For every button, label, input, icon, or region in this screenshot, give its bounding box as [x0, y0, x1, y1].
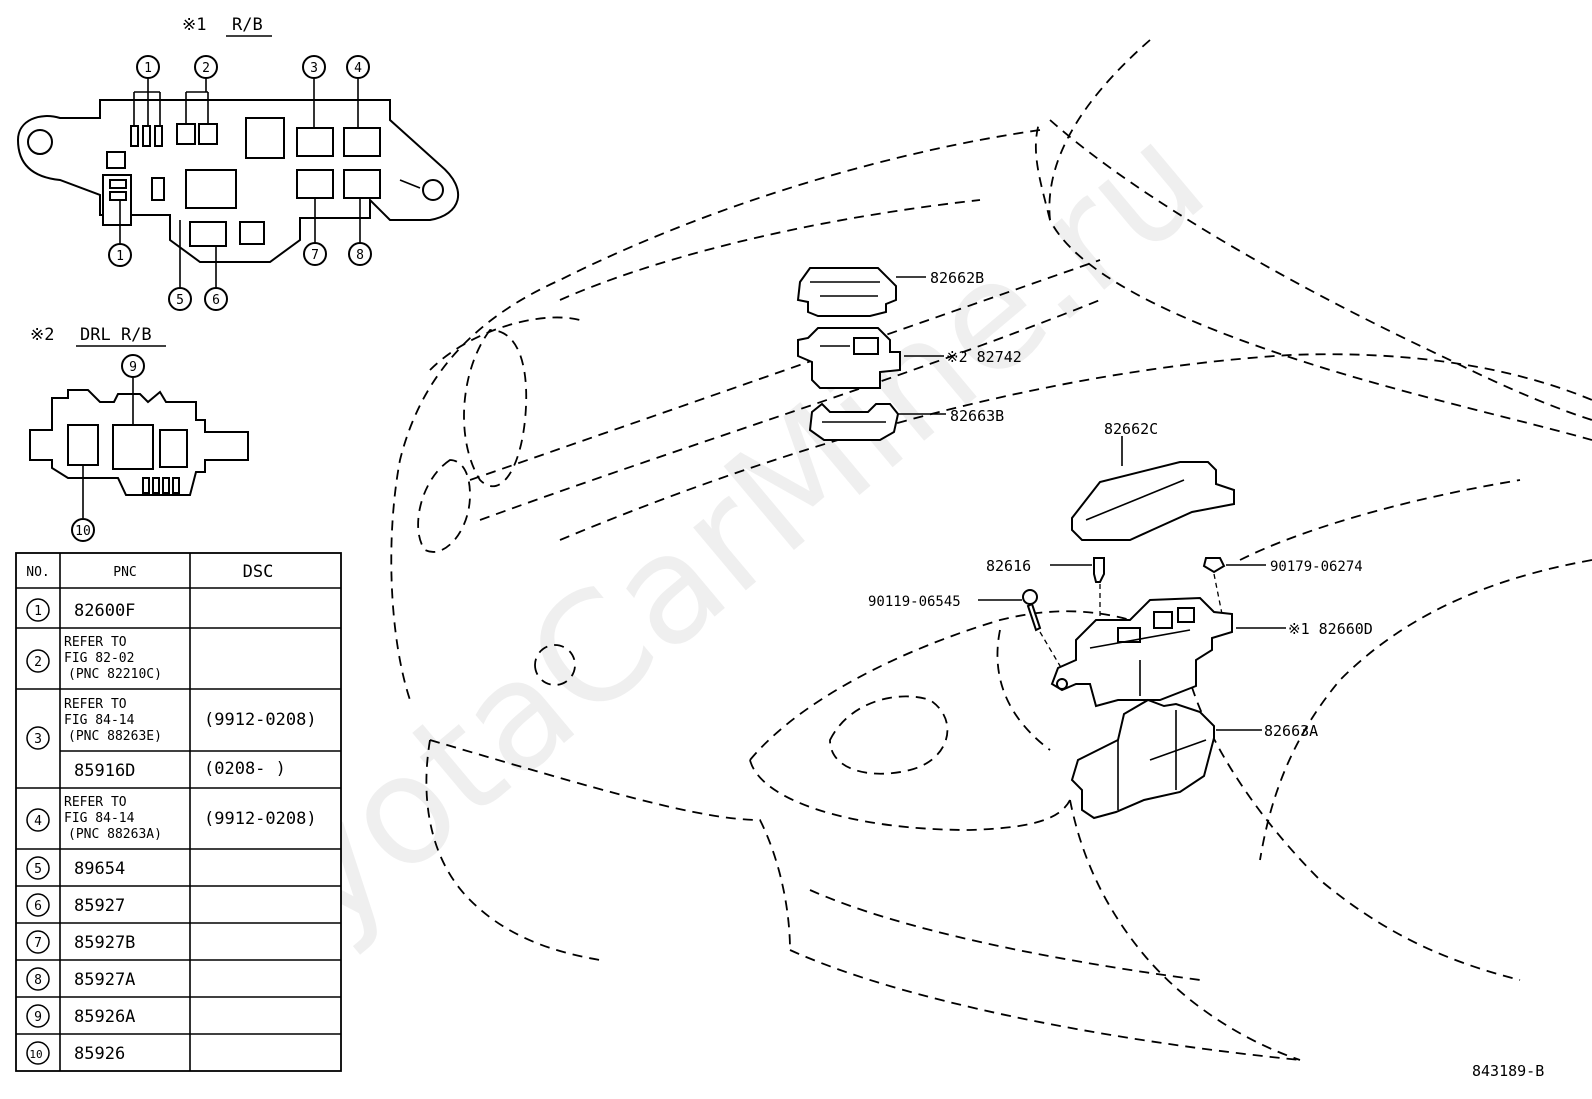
- svg-text:(9912-0208): (9912-0208): [204, 710, 317, 730]
- svg-text:9: 9: [129, 360, 137, 375]
- vehicle-outline: [390, 39, 1592, 1061]
- table-row: 10 85926: [26, 1041, 125, 1065]
- callout-6: 6: [204, 287, 228, 311]
- label-90119-06545: 90119-06545: [868, 594, 961, 610]
- part-90179-06274: 90179-06274: [1202, 557, 1363, 615]
- svg-text:85926A: 85926A: [74, 1007, 135, 1027]
- svg-text:FIG 82-02: FIG 82-02: [64, 651, 134, 666]
- callout-5: 5: [168, 287, 192, 311]
- svg-text:1: 1: [116, 249, 124, 264]
- drl-heading: ※2 DRL R/B: [30, 325, 166, 347]
- part-82616: 82616: [986, 557, 1105, 624]
- part-82660D: ※1 82660D: [1050, 596, 1373, 708]
- rb-heading: ※1 R/B: [182, 15, 272, 37]
- svg-text:5: 5: [34, 862, 42, 877]
- svg-text:(9912-0208): (9912-0208): [204, 809, 317, 829]
- svg-text:8: 8: [356, 248, 364, 263]
- svg-text:82600F: 82600F: [74, 601, 135, 621]
- table-header-pnc: PNC: [113, 565, 136, 580]
- callout-9: 9: [121, 354, 145, 378]
- svg-text:(PNC 88263E): (PNC 88263E): [68, 729, 162, 744]
- table-header-no: NO.: [26, 565, 49, 580]
- callout-2: 2: [194, 55, 218, 79]
- svg-text:(PNC 88263A): (PNC 88263A): [68, 827, 162, 842]
- label-82663B: 82663B: [950, 407, 1004, 425]
- svg-text:6: 6: [34, 899, 42, 914]
- table-header-dsc: DSC: [243, 562, 274, 582]
- table-row: 2 REFER TO FIG 82-02 (PNC 82210C): [26, 635, 162, 682]
- svg-text:※1: ※1: [182, 15, 206, 35]
- svg-text:9: 9: [34, 1010, 42, 1025]
- svg-text:1: 1: [144, 61, 152, 76]
- table-row: 7 85927B: [26, 930, 135, 954]
- svg-text:10: 10: [29, 1048, 42, 1061]
- table-row: 3 REFER TO FIG 84-14 (PNC 88263E) (9912-…: [26, 697, 317, 781]
- svg-text:※2: ※2: [30, 325, 54, 345]
- svg-text:85927A: 85927A: [74, 970, 135, 990]
- label-82662C: 82662C: [1104, 420, 1158, 438]
- table-row: 5 89654: [26, 856, 125, 880]
- svg-text:1: 1: [34, 604, 42, 619]
- svg-text:5: 5: [176, 293, 184, 308]
- table-row: 4 REFER TO FIG 84-14 (PNC 88263A) (9912-…: [26, 795, 317, 842]
- svg-text:85926: 85926: [74, 1044, 125, 1064]
- svg-text:85927: 85927: [74, 896, 125, 916]
- svg-text:85927B: 85927B: [74, 933, 135, 953]
- label-82616: 82616: [986, 557, 1031, 575]
- rb-callouts: 1 2 3 4 1 5 6 7 8: [108, 55, 372, 311]
- rb-relay-block: [16, 99, 460, 263]
- part-82742: ※2 82742: [797, 327, 1022, 389]
- callout-1-bottom: 1: [108, 243, 132, 267]
- part-table: NO. PNC DSC 1 82600F 2 REFER TO FIG 82-0…: [15, 552, 342, 1072]
- svg-text:10: 10: [75, 524, 91, 539]
- svg-text:7: 7: [34, 936, 42, 951]
- callout-4: 4: [346, 55, 370, 79]
- label-90179-06274: 90179-06274: [1270, 559, 1363, 575]
- drl-callouts: 9 10: [71, 354, 145, 542]
- table-row: 8 85927A: [26, 967, 135, 991]
- table-row: 9 85926A: [26, 1004, 135, 1028]
- svg-text:(0208- ): (0208- ): [204, 759, 286, 779]
- svg-text:85916D: 85916D: [74, 761, 135, 781]
- rb-callout-leaders: [119, 78, 361, 288]
- callout-1-top: 1: [136, 55, 160, 79]
- label-82663A: 82663A: [1264, 722, 1318, 740]
- svg-text:2: 2: [202, 61, 210, 76]
- svg-text:89654: 89654: [74, 859, 125, 879]
- svg-text:(PNC 82210C): (PNC 82210C): [68, 667, 162, 682]
- part-90119-06545: 90119-06545: [868, 589, 1067, 677]
- svg-text:REFER TO: REFER TO: [64, 635, 127, 650]
- svg-text:FIG 84-14: FIG 84-14: [64, 713, 135, 728]
- part-82663A: 82663A: [1070, 698, 1318, 820]
- callout-3: 3: [302, 55, 326, 79]
- svg-text:DRL R/B: DRL R/B: [80, 325, 152, 345]
- svg-text:4: 4: [34, 814, 42, 829]
- svg-text:6: 6: [212, 293, 220, 308]
- svg-text:FIG 84-14: FIG 84-14: [64, 811, 135, 826]
- svg-text:8: 8: [34, 973, 42, 988]
- part-82662B: 82662B: [796, 267, 984, 317]
- svg-text:4: 4: [354, 61, 362, 76]
- label-82660D: ※1 82660D: [1288, 620, 1373, 638]
- svg-text:REFER TO: REFER TO: [64, 795, 127, 810]
- svg-text:REFER TO: REFER TO: [64, 697, 127, 712]
- label-82662B: 82662B: [930, 269, 984, 287]
- drl-relay-block: [29, 389, 249, 496]
- table-row: 1 82600F: [26, 598, 135, 622]
- svg-text:R/B: R/B: [232, 15, 263, 35]
- callout-7: 7: [303, 242, 327, 266]
- callout-8: 8: [348, 242, 372, 266]
- svg-text:2: 2: [34, 655, 42, 670]
- figure-code: 843189-B: [1472, 1062, 1544, 1080]
- svg-text:7: 7: [311, 248, 319, 263]
- part-82662C: 82662C: [1071, 420, 1235, 541]
- svg-text:3: 3: [34, 732, 42, 747]
- part-82663B: 82663B: [808, 402, 1004, 441]
- label-82742: ※2 82742: [946, 348, 1022, 366]
- callout-10: 10: [71, 518, 95, 542]
- svg-text:3: 3: [310, 61, 318, 76]
- table-row: 6 85927: [26, 893, 125, 917]
